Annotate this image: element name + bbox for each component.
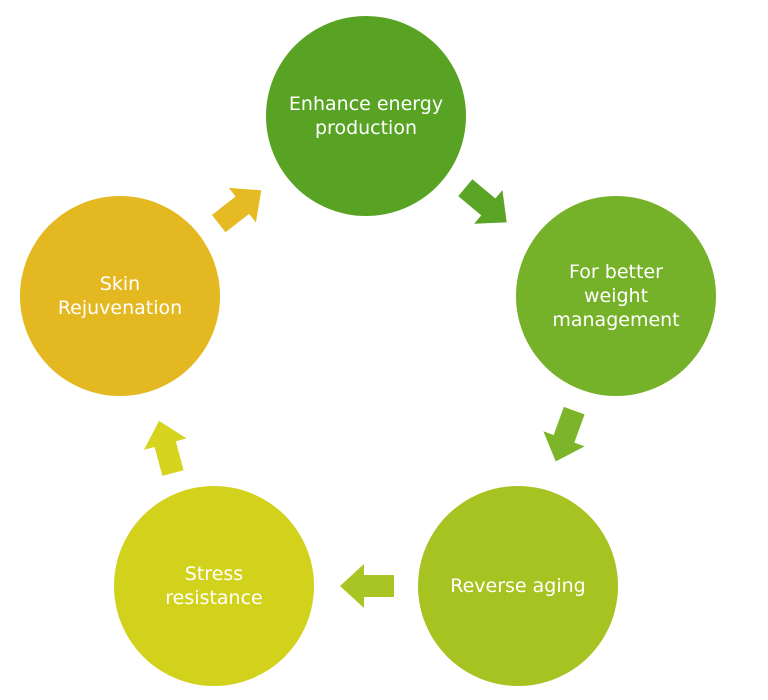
arrow-energy-to-weight-shape: [458, 179, 507, 224]
node-better-weight-management: For better weight management: [516, 196, 716, 396]
arrow-stress-to-skin-shape: [143, 420, 187, 476]
node-skin-rejuvenation: Skin Rejuvenation: [20, 196, 220, 396]
arrow-aging-to-stress-shape: [340, 564, 394, 608]
node-enhance-energy-production: Enhance energy production: [266, 16, 466, 216]
arrow-weight-to-aging: [543, 406, 585, 462]
arrow-stress-to-skin: [143, 420, 187, 476]
arrow-weight-to-aging-shape: [543, 406, 585, 462]
node-label: Enhance energy production: [288, 93, 444, 139]
node-label: For better weight management: [552, 261, 680, 331]
node-label: Stress resistance: [165, 563, 263, 609]
node-reverse-aging: Reverse aging: [418, 486, 618, 686]
arrow-skin-to-energy: [211, 187, 262, 233]
node-label: Reverse aging: [450, 575, 586, 597]
arrow-energy-to-weight: [458, 179, 507, 224]
node-stress-resistance: Stress resistance: [114, 486, 314, 686]
arrow-aging-to-stress: [340, 564, 394, 608]
arrow-skin-to-energy-shape: [211, 187, 262, 233]
node-label: Skin Rejuvenation: [57, 273, 183, 319]
